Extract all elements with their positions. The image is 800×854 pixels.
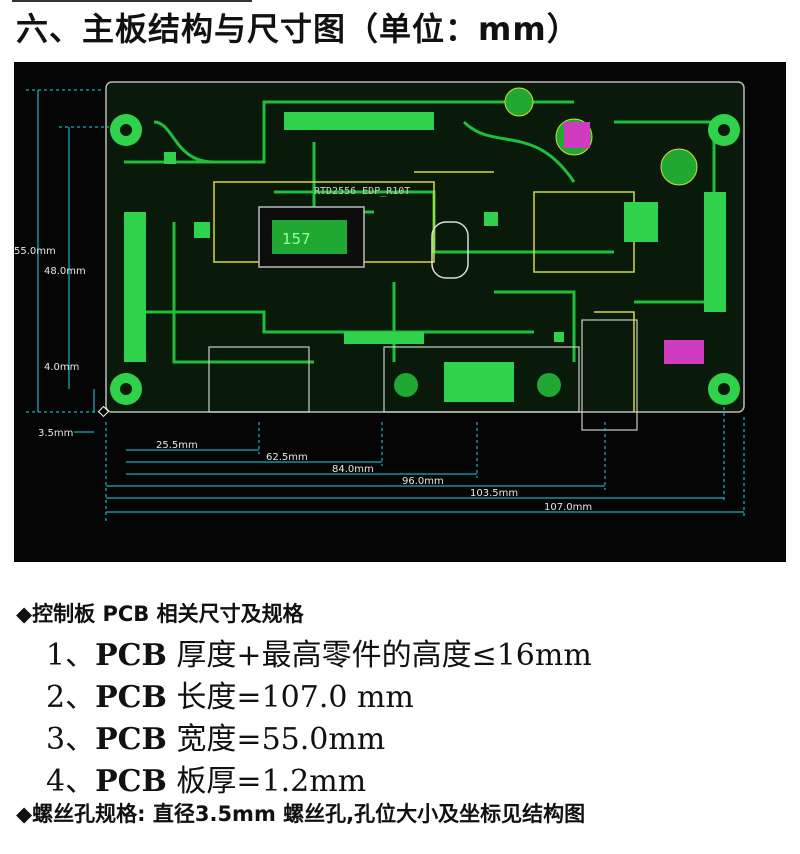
vertical-dimension-lines [26, 89, 109, 413]
dim-25-5: 25.5mm [156, 440, 198, 451]
connector-pin [394, 373, 418, 397]
spec-item-bold: PCB [95, 764, 167, 799]
dim-48: 48.0mm [44, 266, 86, 277]
silk-label: RTD2556 EDP_R10T [314, 186, 410, 197]
spec-item-text: 板厚=1.2mm [166, 764, 367, 799]
capacitor [660, 148, 698, 186]
magenta-pad [564, 122, 590, 148]
dim-84: 84.0mm [332, 464, 374, 475]
magenta-pad [664, 340, 704, 364]
hole-marker [97, 405, 110, 418]
chip-marking [272, 220, 347, 254]
dim-55: 55.0mm [14, 246, 56, 257]
bottom-connector [208, 346, 310, 413]
spec-item-text: 厚度+最高零件的高度≤16mm [166, 638, 592, 673]
power-jack [581, 319, 638, 431]
spec-item: 4、PCB 板厚=1.2mm [46, 756, 366, 800]
dim-103-5: 103.5mm [470, 488, 518, 499]
spec-item: 2、PCB 长度=107.0 mm [46, 672, 414, 716]
mounting-holes [110, 114, 740, 405]
crystal [431, 221, 469, 279]
spec-item-text: 宽度=55.0mm [166, 722, 386, 757]
dim-4: 4.0mm [44, 362, 79, 373]
dim-hole: 3.5mm [38, 428, 73, 439]
dim-62-5: 62.5mm [266, 452, 308, 463]
spec-item-text: 长度=107.0 mm [166, 680, 414, 715]
pcb-structure-drawing: 157 RTD2556 EDP_R10T 5 [14, 62, 786, 562]
spec-item-number: 1、 [46, 638, 96, 673]
page-title: 六、主板结构与尺寸图（单位：mm） [16, 10, 580, 48]
capacitor [504, 87, 534, 117]
dim-107: 107.0mm [544, 502, 592, 513]
screw-note: ◆螺丝孔规格: 直径3.5mm 螺丝孔,孔位大小及坐标见结构图 [16, 802, 586, 826]
dim-96: 96.0mm [402, 476, 444, 487]
spec-heading: ◆控制板 PCB 相关尺寸及规格 [16, 602, 304, 626]
chip-label: 157 [282, 230, 311, 248]
spec-item-bold: PCB [95, 722, 167, 757]
spec-item-bold: PCB [95, 680, 167, 715]
connector-pin [537, 373, 561, 397]
spec-item: 3、PCB 宽度=55.0mm [46, 714, 385, 758]
spec-item-bold: PCB [95, 638, 167, 673]
spec-item-number: 4、 [46, 764, 96, 799]
pcb-pads [124, 112, 726, 402]
horizontal-dimension-lines [105, 407, 745, 524]
pcb-drawing-svg: 157 RTD2556 EDP_R10T 5 [14, 81, 745, 524]
spec-item-number: 2、 [46, 680, 96, 715]
bottom-connector [383, 346, 580, 413]
heading-rule [12, 0, 252, 5]
spec-item: 1、PCB 厚度+最高零件的高度≤16mm [46, 630, 592, 674]
pcb-silk-lines [213, 171, 635, 412]
spec-item-number: 3、 [46, 722, 96, 757]
